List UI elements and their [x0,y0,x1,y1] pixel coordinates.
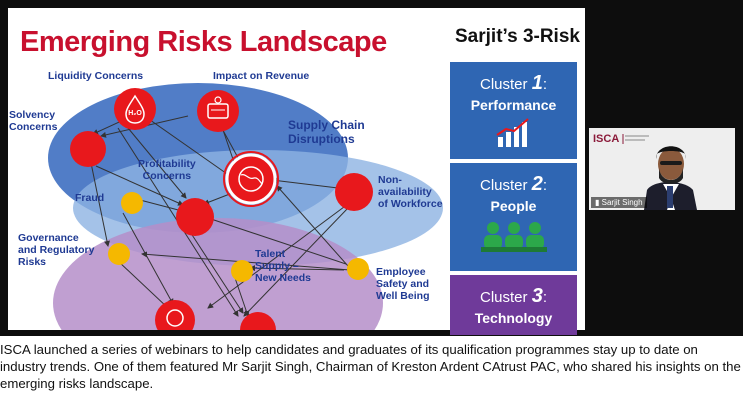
workforce-label-line1: Non- [378,174,402,186]
article-caption: ISCA launched a series of webinars to he… [0,342,741,391]
governance-label-line2: and Regulatory [18,244,95,256]
governance-label-line1: Governance [18,232,79,244]
workforce-node [335,173,373,211]
cluster-panel: Sarjit’s 3-Risk Cluster 1: Performance C… [445,8,585,335]
governance-node [108,243,130,265]
blood-drop-icon [125,94,145,124]
isca-logo: ISCA [593,133,619,145]
cash-register-icon [207,103,229,119]
cluster-2-name: People [490,198,537,214]
workforce-label: Non- availability of Workforce [378,174,443,210]
safety-label-line1: Employee [376,266,426,278]
workforce-label-line3: of Workforce [378,198,443,210]
cluster-1-heading: Cluster 1: [450,72,577,95]
globe-icon [238,166,264,192]
people-group-icon [480,222,547,252]
cluster-3-box: Cluster 3: Technology [450,275,577,335]
supply-chain-label-line2: Disruptions [288,132,355,146]
safety-label: Employee Safety and Well Being [376,266,429,302]
cluster-2-box: Cluster 2: People [450,163,577,271]
safety-label-line2: Safety and [376,278,430,290]
technology-node-1 [155,300,195,330]
supply-chain-label-line1: Supply Chain [288,118,365,132]
profitability-label: Profitability Concerns [138,158,196,182]
shared-slide: H₂O [8,8,445,330]
solvency-label-line1: Solvency [9,109,56,121]
cluster-3-number: 3 [531,285,543,307]
participant-video-tile[interactable]: ISCA ▮ Sarjit Singh [589,128,735,210]
cluster-2-number: 2 [531,173,543,195]
svg-text:H₂O: H₂O [128,110,142,117]
cluster-3-word: Cluster [480,289,528,306]
cluster-1-word: Cluster [480,76,528,93]
talent-label-line3: New Needs [255,272,312,284]
safety-node [347,258,369,280]
supply-chain-node [223,151,279,207]
supply-chain-label: Supply Chain Disruptions [288,118,365,146]
participant-video: ISCA [589,128,735,210]
solvency-label: Solvency Concerns [9,109,57,133]
talent-label: Talent Supply – New Needs [255,248,311,284]
risk-diagram: H₂O [48,83,443,330]
solvency-label-line2: Concerns [9,121,58,133]
governance-label-line3: Risks [18,256,47,268]
governance-label: Governance and Regulatory Risks [18,232,94,268]
fraud-node [121,192,143,214]
solvency-node [70,131,106,167]
cluster-3-name: Technology [474,310,553,326]
technology-node-2 [240,312,276,330]
panel-title: Sarjit’s 3-Risk [455,26,580,47]
liquidity-label: Liquidity Concerns [48,70,144,82]
revenue-node [197,90,239,132]
workforce-label-line2: availability [378,186,432,198]
cluster-1-box: Cluster 1: Performance [450,62,577,159]
talent-node [231,260,253,282]
cluster-3-heading: Cluster 3: [450,285,577,308]
profitability-node [176,198,214,236]
face-icon [166,309,184,327]
participant-name-tag: ▮ Sarjit Singh [591,197,647,208]
turban [656,146,686,159]
cluster-1-name: Performance [470,97,557,113]
participant-name: Sarjit Singh [601,198,643,207]
cluster-2-colon: : [542,177,547,194]
talent-label-line2: Supply – [255,260,299,272]
bar-chart-growth-icon [495,118,529,147]
fraud-label: Fraud [75,192,105,204]
cluster-1-colon: : [542,76,547,93]
slide-title: Emerging Risks Landscape [20,26,387,58]
profitability-label-line2: Concerns [142,170,192,182]
cluster-3-colon: : [542,289,547,306]
cluster-1-number: 1 [531,72,543,94]
cluster-2-heading: Cluster 2: [450,173,577,196]
cluster-2-word: Cluster [480,177,528,194]
signal-bars-icon: ▮ [595,198,600,207]
video-call-window: H₂O [0,0,743,336]
talent-label-line1: Talent [255,248,286,260]
safety-label-line3: Well Being [376,290,430,302]
profitability-label-line1: Profitability [138,158,196,170]
liquidity-node: H₂O [114,88,156,130]
revenue-label: Impact on Revenue [213,70,310,82]
